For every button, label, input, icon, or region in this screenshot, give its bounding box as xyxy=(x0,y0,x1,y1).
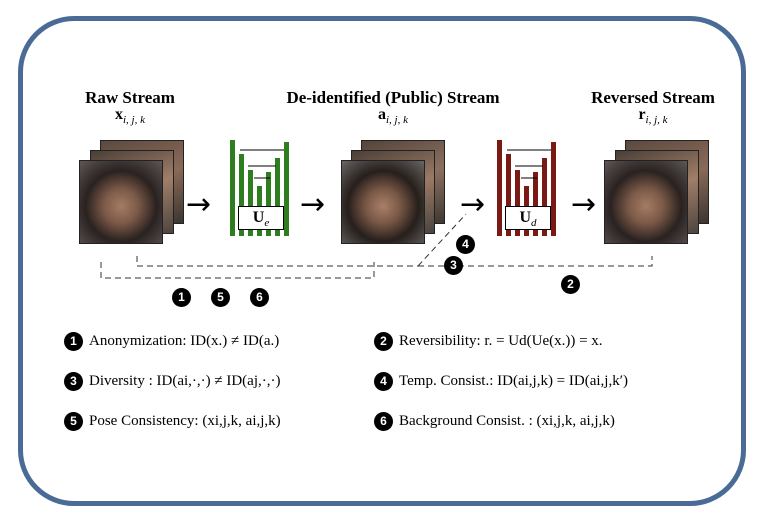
arrow-decoder-to-reversed: → xyxy=(571,187,597,222)
arrow-raw-to-encoder: → xyxy=(186,187,212,222)
badge-2-marker: 2 xyxy=(561,275,580,294)
legend-text-1: Anonymization: ID(x.) ≠ ID(a.) xyxy=(89,333,280,349)
legend-badge-5: 5 xyxy=(64,412,83,431)
arrow-public-to-decoder: → xyxy=(460,187,486,222)
legend-diversity: 3 Diversity : ID(ai,·,·) ≠ ID(aj,·,·) xyxy=(64,372,281,391)
public-stream-title: De-identified (Public) Stream xyxy=(286,88,500,107)
dashed-reversed-link xyxy=(418,256,653,267)
public-face-frame-1 xyxy=(341,160,425,244)
legend-badge-1: 1 xyxy=(64,332,83,351)
legend-background-consistency: 6 Background Consist. : (xi,j,k, ai,j,k) xyxy=(374,412,615,431)
badge-6-marker: 6 xyxy=(250,288,269,307)
legend-text-2: Reversibility: r. = Ud(Ue(x.)) = x. xyxy=(399,333,603,349)
raw-face-frame-1 xyxy=(79,160,163,244)
legend-anonymization: 1 Anonymization: ID(x.) ≠ ID(a.) xyxy=(64,332,279,351)
legend-badge-2: 2 xyxy=(374,332,393,351)
badge-5-marker: 5 xyxy=(211,288,230,307)
badge-1-marker: 1 xyxy=(172,288,191,307)
raw-stream-title: Raw Stream xyxy=(85,88,175,107)
reversed-face-frame-1 xyxy=(604,160,688,244)
badge-4-marker: 4 xyxy=(456,235,475,254)
badge-3-marker: 3 xyxy=(444,256,463,275)
legend-pose-consistency: 5 Pose Consistency: (xi,j,k, ai,j,k) xyxy=(64,412,281,431)
decoder-label: Ud xyxy=(505,206,551,230)
legend-text-4: Temp. Consist.: ID(ai,j,k) = ID(ai,j,k′) xyxy=(399,373,628,389)
arrow-encoder-to-public: → xyxy=(300,187,326,222)
legend-text-3: Diversity : ID(ai,·,·) ≠ ID(aj,·,·) xyxy=(89,373,281,389)
legend-badge-3: 3 xyxy=(64,372,83,391)
encoder-label: Ue xyxy=(238,206,284,230)
reversed-stream-title: Reversed Stream xyxy=(591,88,715,107)
dashed-inner-link xyxy=(136,256,418,267)
reversed-stream-symbol: ri, j, k xyxy=(638,106,668,127)
legend-reversibility: 2 Reversibility: r. = Ud(Ue(x.)) = x. xyxy=(374,332,603,351)
dashed-raw-public-link xyxy=(100,262,375,279)
legend-badge-4: 4 xyxy=(374,372,393,391)
legend-temporal-consistency: 4 Temp. Consist.: ID(ai,j,k) = ID(ai,j,k… xyxy=(374,372,628,391)
legend-badge-6: 6 xyxy=(374,412,393,431)
public-stream-symbol: ai, j, k xyxy=(378,106,408,127)
dashed-diagonal-link xyxy=(417,213,467,267)
legend-text-6: Background Consist. : (xi,j,k, ai,j,k) xyxy=(399,413,615,429)
raw-stream-symbol: xi, j, k xyxy=(115,106,145,127)
legend-text-5: Pose Consistency: (xi,j,k, ai,j,k) xyxy=(89,413,281,429)
